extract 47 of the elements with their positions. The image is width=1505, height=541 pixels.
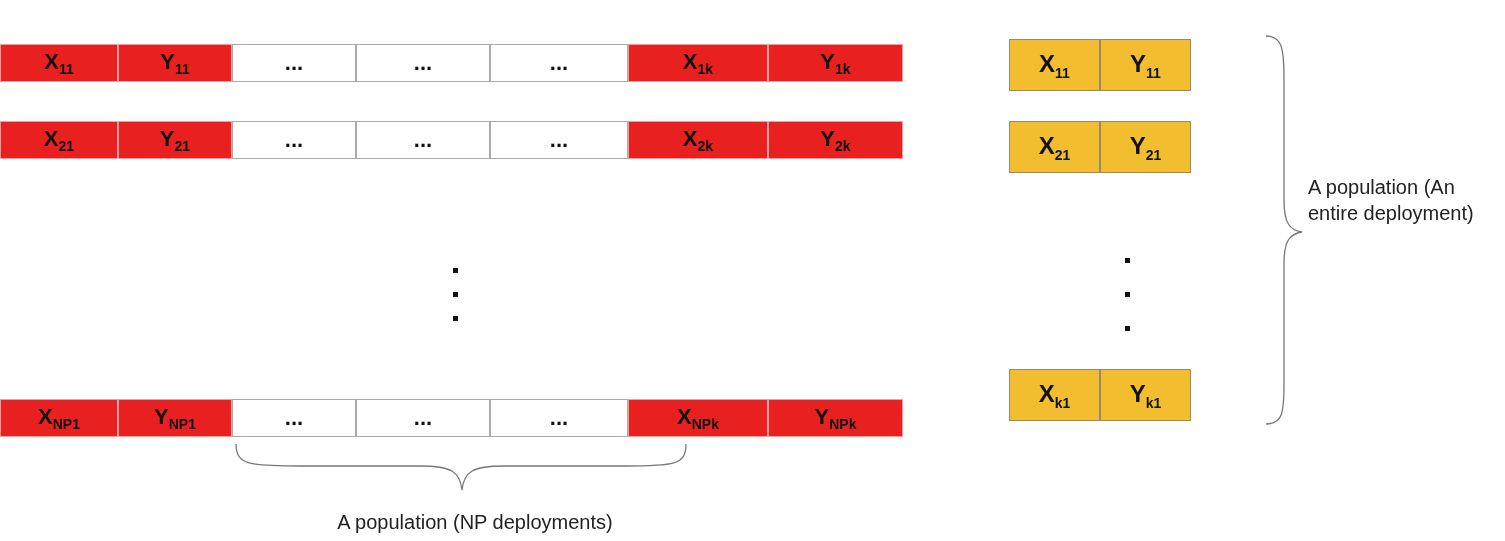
brace-caption: A population (An entire deployment) (1308, 175, 1475, 226)
variable-cell (1100, 121, 1191, 173)
cell-label: X$_{21}$ (43, 125, 75, 155)
cell-label: X$_{11}$ (44, 48, 74, 78)
variable-cell (1009, 39, 1100, 91)
variable-cell (768, 44, 903, 82)
cell-label: Y$_{NP1}$ (154, 403, 196, 433)
cell-label: ... (549, 50, 569, 76)
cell-label: ... (413, 405, 433, 431)
variable-cell (0, 121, 118, 159)
cell-label: Y$_{11}$ (1130, 49, 1161, 81)
variable-cell (1100, 369, 1191, 421)
variable-cell (1100, 39, 1191, 91)
cell-label: Y$_{21}$ (159, 125, 191, 155)
cell-label: ... (284, 50, 304, 76)
cell-label: Y$_{k1}$ (1129, 379, 1162, 411)
cell-label: Y$_{2k}$ (820, 125, 851, 155)
variable-cell (1009, 121, 1100, 173)
variable-cell (628, 121, 768, 159)
cell-label: X$_{k1}$ (1038, 379, 1071, 411)
cell-label: Y$_{21}$ (1129, 131, 1162, 163)
cell-label: ... (549, 127, 569, 153)
variable-cell (0, 399, 118, 437)
cell-label: X$_{1k}$ (682, 48, 714, 78)
brace-caption: A population (NP deployments) (336, 510, 614, 535)
cell-label: X$_{NPk}$ (677, 403, 719, 433)
cell-label: ... (413, 127, 433, 153)
cell-label: Y$_{1k}$ (820, 48, 851, 78)
variable-cell (768, 121, 903, 159)
cell-label: X$_{21}$ (1038, 131, 1071, 163)
variable-cell (118, 121, 232, 159)
cell-label: ... (549, 405, 569, 431)
variable-cell (1009, 369, 1100, 421)
cell-label: X$_{NP1}$ (38, 403, 80, 433)
variable-cell (768, 399, 903, 437)
variable-cell (628, 399, 768, 437)
cell-label: X$_{11}$ (1039, 49, 1070, 81)
cell-label: Y$_{NPk}$ (814, 403, 857, 433)
variable-cell (118, 44, 232, 82)
variable-cell (0, 44, 118, 82)
variable-cell (628, 44, 768, 82)
variable-cell (118, 399, 232, 437)
cell-label: ... (284, 127, 304, 153)
cell-label: X$_{2k}$ (682, 125, 714, 155)
cell-label: Y$_{11}$ (160, 48, 190, 78)
cell-label: ... (413, 50, 433, 76)
cell-label: ... (284, 405, 304, 431)
